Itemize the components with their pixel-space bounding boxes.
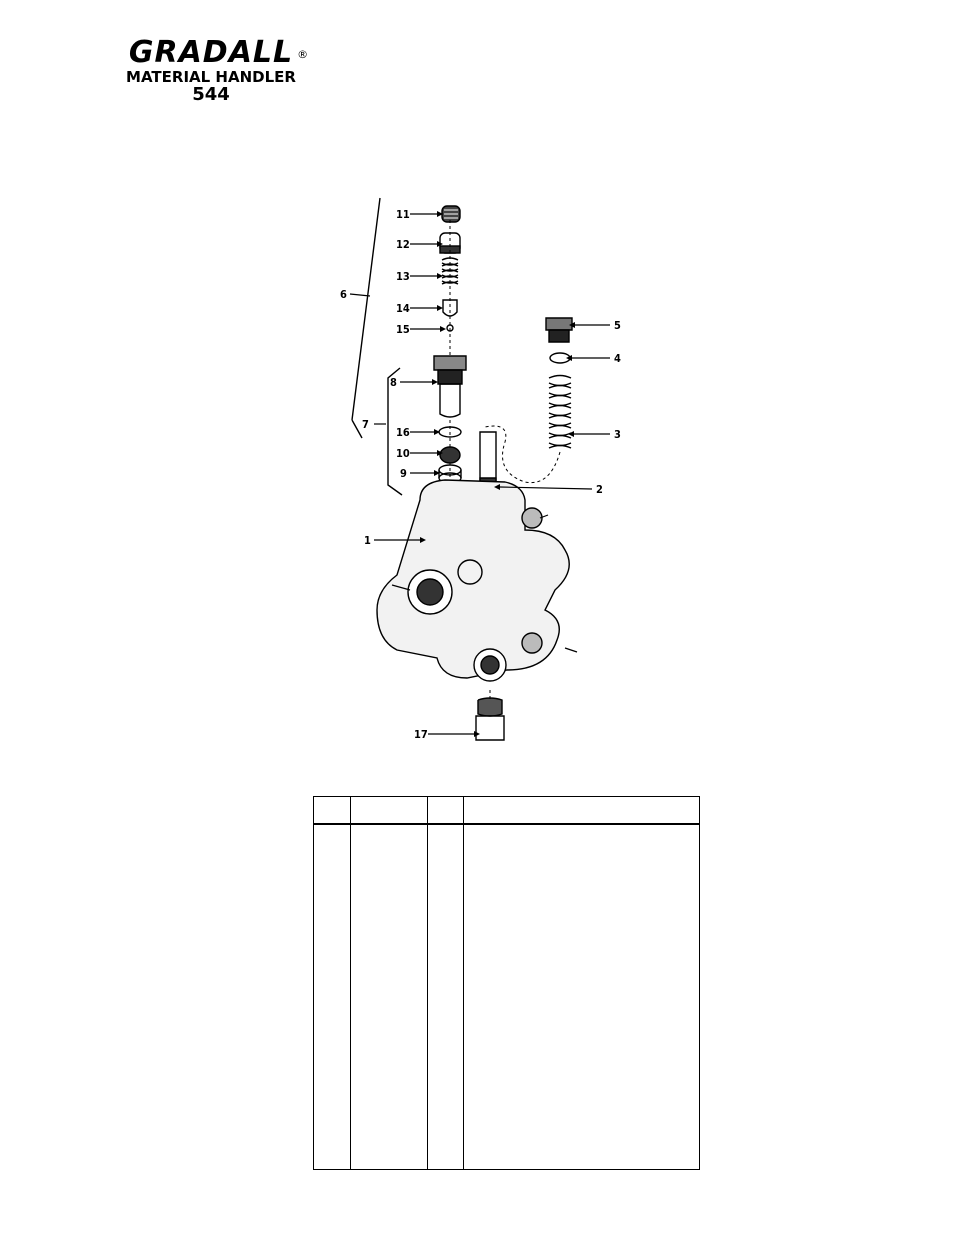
- callout-8: 8: [390, 376, 397, 389]
- part-1-valve-body: [376, 479, 570, 682]
- callout-3: 3: [614, 428, 621, 441]
- callout-9: 9: [400, 467, 407, 480]
- callout-6: 6: [340, 288, 347, 301]
- table-column-divider: [427, 797, 428, 1169]
- product-line: MATERIAL HANDLER: [126, 68, 296, 86]
- table-column-divider: [463, 797, 464, 1169]
- callout-14: 14: [396, 302, 410, 315]
- part-5-plug: [545, 317, 573, 343]
- bracket-7: [387, 367, 403, 496]
- arrowheads: [420, 211, 575, 737]
- callout-11: 11: [396, 208, 410, 221]
- registered-mark: ®: [297, 48, 310, 61]
- part-9-washer: [438, 464, 462, 484]
- callout-1: 1: [364, 534, 371, 547]
- exploded-valve-diagram: 11 12 13 14 15 6 8 7 16 10 9 1 5 4 3 2 1…: [340, 197, 621, 741]
- callout-17: 17: [414, 728, 428, 741]
- leader-lines: [349, 213, 610, 735]
- bracket-6: [351, 197, 381, 439]
- parts-list-table: [313, 796, 700, 1170]
- part-10-seat: [439, 446, 461, 464]
- table-header-divider: [314, 823, 699, 825]
- table-column-divider: [350, 797, 351, 1169]
- part-17-plug: [475, 697, 505, 741]
- callout-5: 5: [614, 319, 621, 332]
- brand-name: GRADALL: [128, 35, 294, 70]
- part-3-spring: [548, 374, 572, 449]
- callout-12: 12: [396, 238, 410, 251]
- callout-10: 10: [396, 447, 410, 460]
- part-11-cap: [441, 205, 461, 223]
- callout-2: 2: [596, 483, 603, 496]
- brand-logo: GRADALL®: [128, 35, 308, 70]
- callout-4: 4: [614, 352, 621, 365]
- header: GRADALL® MATERIAL HANDLER 544: [108, 38, 314, 105]
- callout-13: 13: [396, 270, 410, 283]
- callout-15: 15: [396, 323, 410, 336]
- callout-7: 7: [362, 418, 369, 431]
- part-14-poppet: [442, 299, 458, 317]
- model-number: 544: [192, 84, 230, 105]
- part-8-cartridge: [433, 355, 467, 418]
- callout-16: 16: [396, 426, 410, 439]
